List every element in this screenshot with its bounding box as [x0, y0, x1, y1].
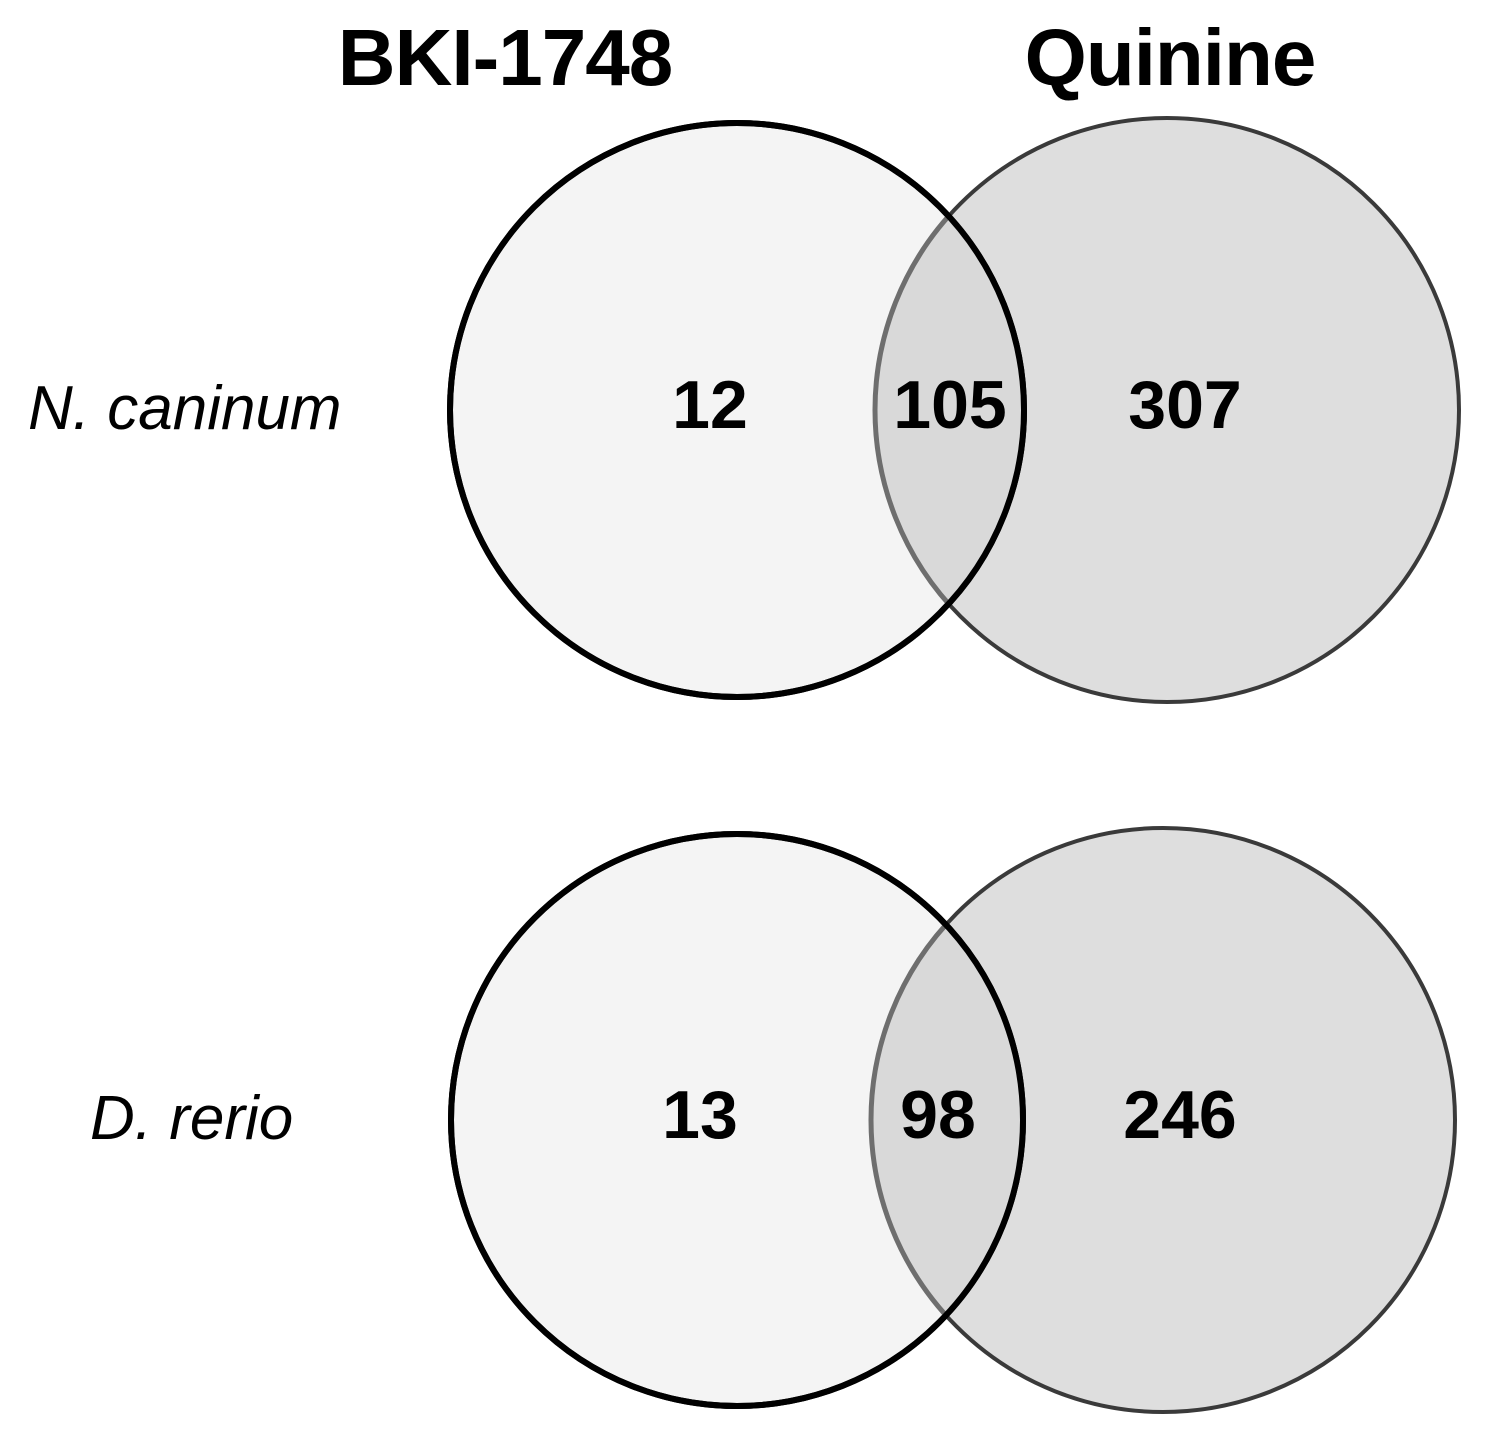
count-intersection: 105	[893, 367, 1006, 443]
set-title-right: Quinine	[1024, 13, 1317, 102]
count-left-only: 12	[672, 367, 748, 443]
venn-arc-quinine-overlap	[872, 123, 1024, 697]
count-right-only: 307	[1128, 367, 1241, 443]
venn-arc-quinine-overlap	[868, 834, 1023, 1406]
count-left-only: 13	[662, 1077, 738, 1153]
set-title-left: BKI-1748	[337, 13, 673, 102]
count-intersection: 98	[900, 1077, 976, 1153]
row-label-d-rerio: D. rerio	[90, 1084, 294, 1153]
row-label-n-caninum: N. caninum	[28, 374, 342, 443]
venn-outline-bki1748	[448, 831, 1026, 1409]
venn-outline-bki1748	[447, 120, 1027, 700]
count-right-only: 246	[1123, 1077, 1236, 1153]
venn-diagram-n-caninum: 12 105 307	[447, 116, 1461, 704]
venn-diagram-d-rerio: 13 98 246	[448, 826, 1457, 1414]
